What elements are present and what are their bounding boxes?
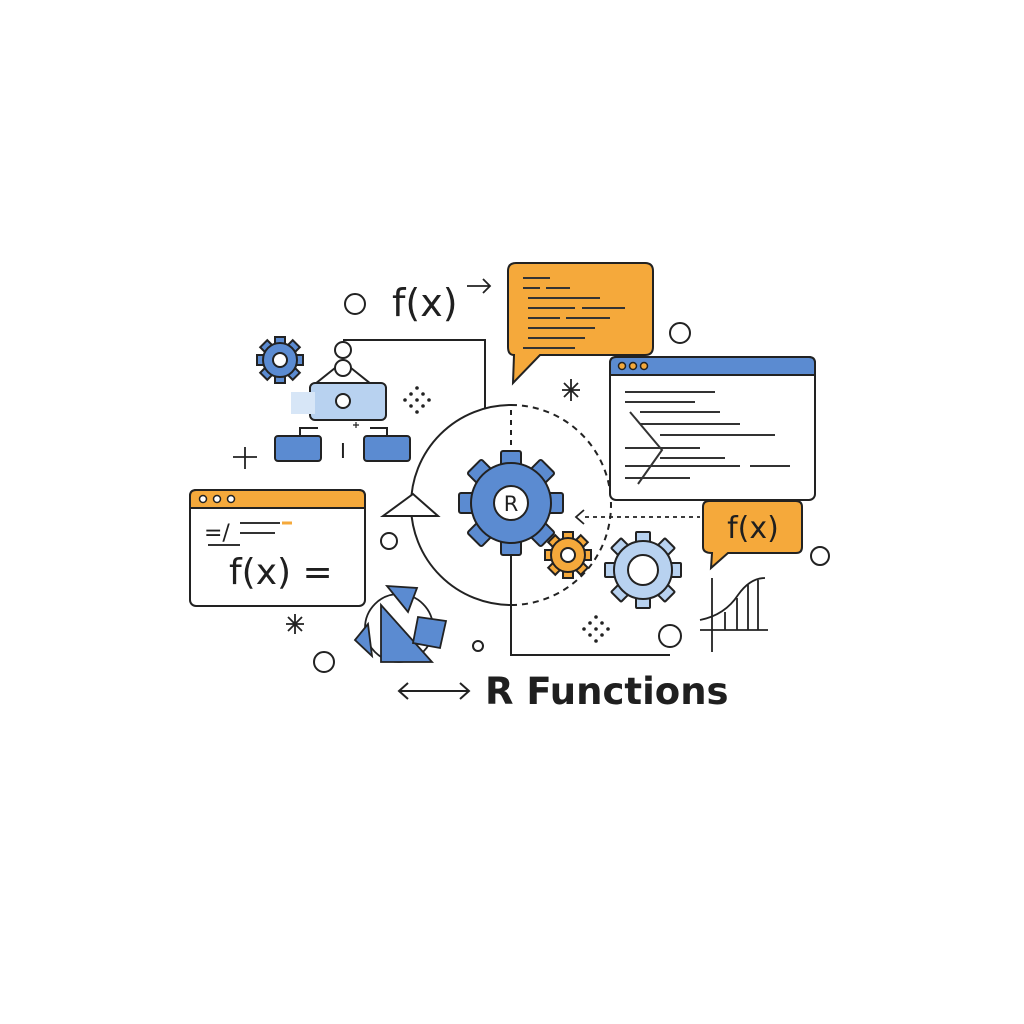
small-blue-gear-icon (256, 336, 304, 384)
geometric-shapes-icon (353, 584, 448, 663)
dotted-arrow-icon (574, 509, 700, 525)
formula-top: f(x) (392, 281, 458, 325)
r-gear-letter: R (504, 492, 519, 516)
formula-bubble: f(x) (727, 511, 779, 546)
r-gear-icon (458, 450, 564, 556)
page-title: R Functions (485, 670, 729, 713)
double-arrow-icon (397, 682, 471, 700)
cursor-glyph: I (340, 439, 346, 463)
formula-window: f(x) = (229, 552, 333, 593)
code-glyph: =/ (204, 521, 230, 546)
function-graph-icon (699, 577, 768, 652)
connector-lines (343, 339, 670, 656)
small-orange-gear-icon (544, 531, 592, 579)
sparkle-marks (233, 379, 580, 634)
code-speech-bubble-icon (507, 262, 654, 386)
right-arrow-icon (467, 278, 492, 294)
flowchart-icon (274, 341, 411, 462)
fx-speech-bubble-icon (702, 500, 803, 571)
code-window-right-icon (609, 356, 816, 501)
light-blue-gear-icon (604, 531, 682, 609)
triangle-icon (379, 492, 441, 517)
decorative-circles (313, 293, 830, 673)
code-window-left-icon (189, 489, 366, 607)
dot-clusters (403, 386, 610, 643)
